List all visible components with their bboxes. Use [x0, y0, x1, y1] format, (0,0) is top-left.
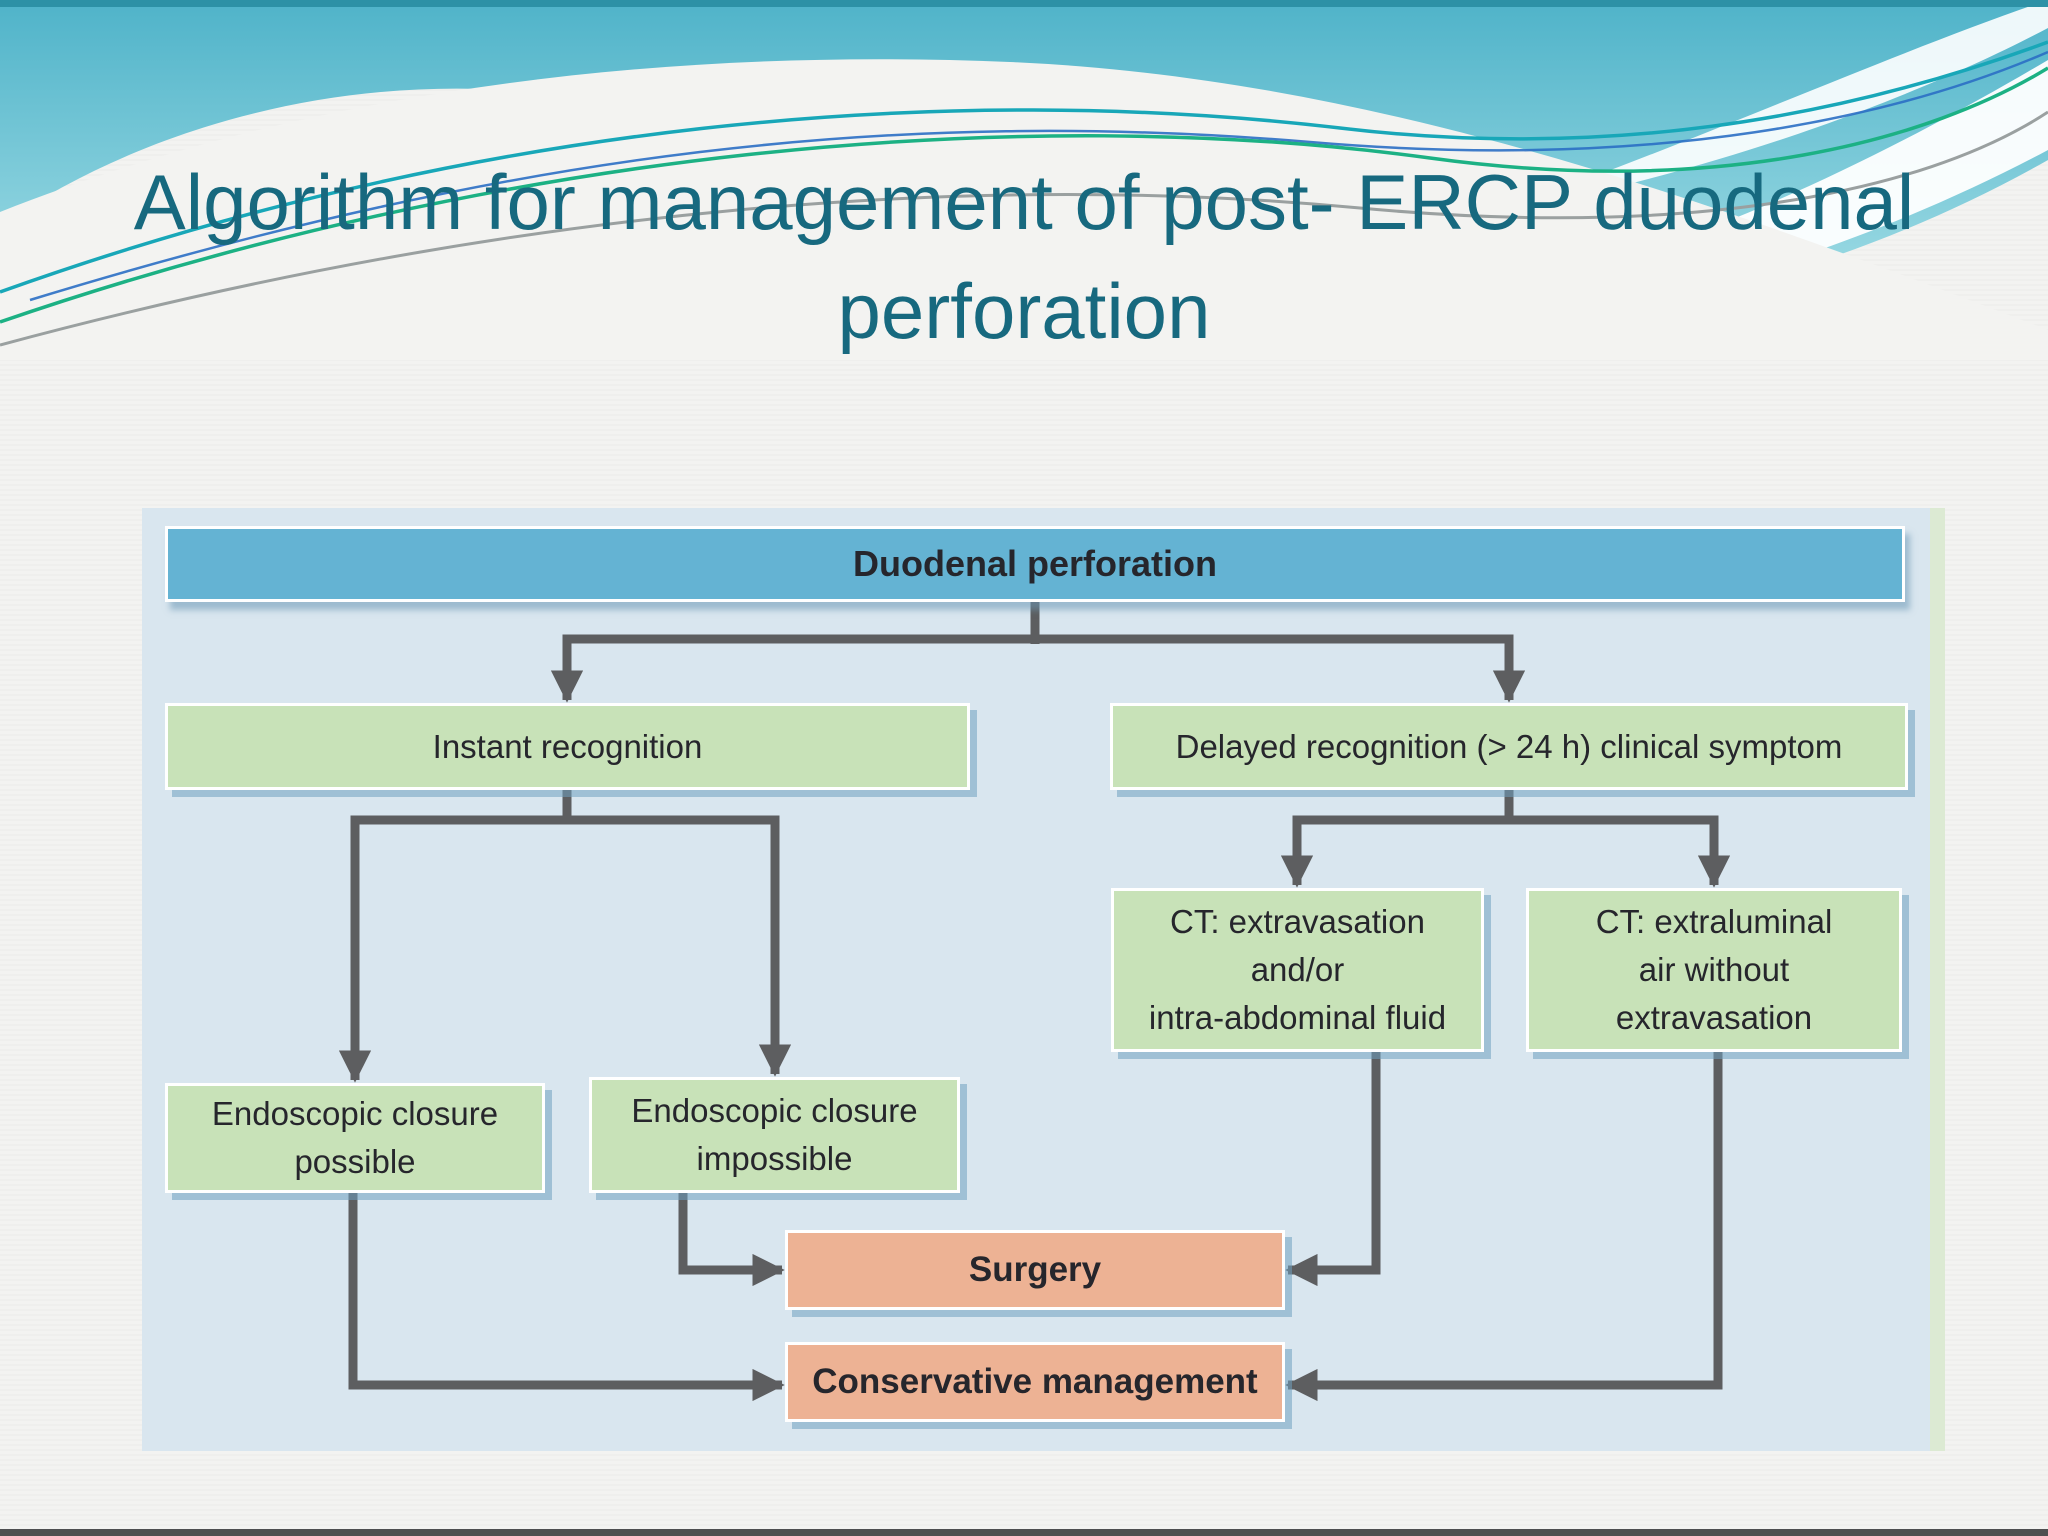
node-label-line1: CT: extravasation: [1170, 903, 1425, 940]
connector-instant-impossible: [567, 815, 792, 1077]
connector-impossible-surgery: [678, 1193, 785, 1287]
connector-possible-conservative: [348, 1193, 785, 1402]
connector-delayed-ct-extravasation: [1280, 815, 1509, 888]
slide-title-line2: ERCP duodenal perforation: [837, 158, 1915, 356]
panel-right-edge-strip: [1930, 508, 1945, 1451]
node-surgery: Surgery: [785, 1230, 1285, 1310]
node-label-line3: intra-abdominal fluid: [1148, 999, 1447, 1036]
connector-root-instant: [550, 634, 1035, 703]
node-label-line2: air without: [1638, 951, 1790, 988]
node-conservative-management: Conservative management: [785, 1342, 1285, 1422]
connector-instant-possible: [338, 815, 567, 1083]
connector-ct-extravasation-surgery: [1285, 1052, 1381, 1287]
flowchart-connectors: [338, 602, 1731, 1402]
node-label: Delayed recognition (> 24 h) clinical sy…: [1175, 727, 1843, 765]
slide-title: Algorithm for management of post- ERCP d…: [0, 148, 2048, 366]
node-label-line2: possible: [294, 1143, 416, 1180]
node-label-line1: Endoscopic closure: [211, 1095, 499, 1132]
node-ct-extraluminal: CT: extraluminal air without extravasati…: [1526, 888, 1902, 1052]
slide-bottom-border: [0, 1529, 2048, 1536]
node-endoscopic-closure-possible: Endoscopic closure possible: [165, 1083, 545, 1193]
node-label: Duodenal perforation: [852, 543, 1217, 584]
header-wave-decoration: [0, 0, 2048, 360]
node-endoscopic-closure-impossible: Endoscopic closure impossible: [589, 1077, 960, 1193]
node-label: Conservative management: [812, 1362, 1258, 1401]
flowchart-panel: Duodenal perforation Instant recognition…: [142, 508, 1930, 1451]
node-label-line2: and/or: [1250, 951, 1345, 988]
node-label-line2: impossible: [696, 1140, 853, 1177]
node-label: Surgery: [968, 1250, 1102, 1289]
node-label-line1: CT: extraluminal: [1595, 903, 1833, 940]
connector-ct-extraluminal-conservative: [1285, 1052, 1723, 1402]
connector-root-delayed: [1035, 634, 1526, 703]
node-delayed-recognition: Delayed recognition (> 24 h) clinical sy…: [1110, 703, 1908, 790]
node-label: Instant recognition: [432, 727, 703, 765]
connector-delayed-ct-extraluminal: [1509, 815, 1731, 888]
node-ct-extravasation: CT: extravasation and/or intra-abdominal…: [1111, 888, 1484, 1052]
slide-title-line1: Algorithm for management of post-: [133, 158, 1335, 246]
node-label-line1: Endoscopic closure: [631, 1092, 918, 1129]
node-label-line3: extravasation: [1615, 999, 1813, 1036]
node-instant-recognition: Instant recognition: [165, 703, 970, 790]
node-duodenal-perforation: Duodenal perforation: [165, 526, 1905, 602]
